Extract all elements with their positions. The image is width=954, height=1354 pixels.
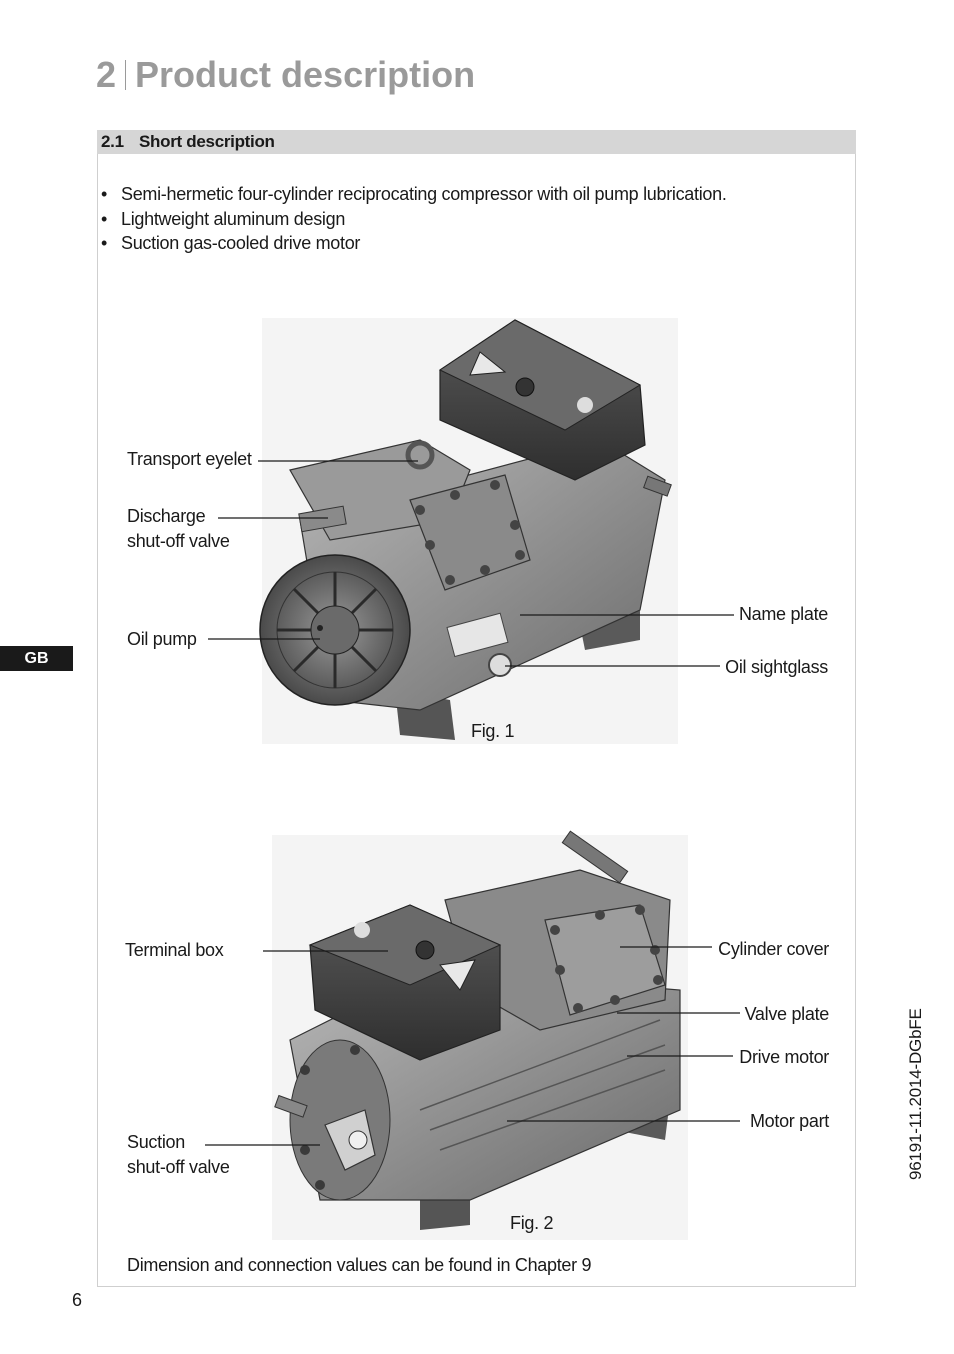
label-terminal-box: Terminal box [125, 940, 224, 960]
section-header: 2.1 Short description [97, 130, 856, 154]
fig1-leader-lines [208, 460, 734, 667]
list-item: •Lightweight aluminum design [101, 208, 346, 229]
section-number: 2.1 [101, 132, 124, 151]
label-suction-line2: shut-off valve [127, 1157, 230, 1177]
label-oil-sightglass: Oil sightglass [725, 657, 828, 677]
document-code: 96191-11.2014-DGbFE [906, 1008, 925, 1180]
figure2-caption: Fig. 2 [510, 1213, 554, 1233]
section-title: Short description [139, 132, 275, 151]
chapter-title-text: Product description [135, 54, 476, 95]
label-drive-motor: Drive motor [739, 1047, 829, 1067]
figure1-caption: Fig. 1 [471, 721, 515, 741]
label-discharge-line1: Discharge [127, 506, 206, 526]
label-motor-part: Motor part [749, 1111, 829, 1131]
language-tab: GB [0, 646, 73, 671]
title-separator [125, 60, 127, 90]
fig2-compressor-image [272, 830, 688, 1240]
fig1-compressor-image [259, 318, 678, 744]
list-item: •Semi-hermetic four-cylinder reciprocati… [101, 184, 727, 204]
label-discharge-line2: shut-off valve [127, 531, 230, 551]
label-suction-line1: Suction [127, 1132, 185, 1152]
fig2-leader-lines [205, 946, 740, 1146]
label-valve-plate: Valve plate [744, 1004, 830, 1024]
label-transport-eyelet: Transport eyelet [127, 449, 252, 469]
label-cylinder-cover: Cylinder cover [718, 939, 829, 959]
list-item: •Suction gas-cooled drive motor [101, 233, 361, 253]
footer-note: Dimension and connection values can be f… [127, 1255, 592, 1275]
chapter-number: 2 [96, 54, 117, 95]
label-name-plate: Name plate [738, 604, 828, 624]
feature-list: •Semi-hermetic four-cylinder reciprocati… [101, 182, 727, 256]
chapter-title: 2 Product description [96, 54, 475, 96]
label-oil-pump: Oil pump [127, 629, 197, 649]
page-number: 6 [72, 1290, 83, 1310]
